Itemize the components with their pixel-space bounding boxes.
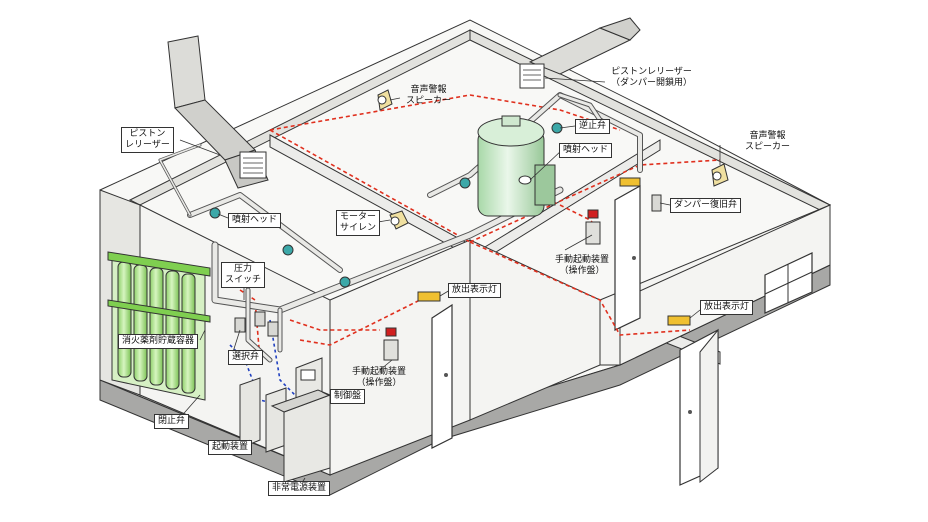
label-speaker-right: 音声警報 スピーカー — [742, 130, 793, 154]
motor-siren-icon — [389, 210, 409, 230]
label-piston-releaser: ピストン レリーザー — [121, 127, 174, 153]
label-motor-siren-line1: モーター — [340, 212, 377, 222]
speaker-icon — [377, 89, 393, 111]
label-motor-siren-line2: サイレン — [340, 223, 377, 233]
label-nozzle-right: 噴射ヘッド — [559, 143, 613, 158]
door-right[interactable] — [679, 328, 719, 486]
label-manual-starter-right-line1: 手動起動装置 — [555, 255, 610, 265]
label-discharge-lamp-right: 放出表示灯 — [700, 300, 754, 315]
label-motor-siren: モーター サイレン — [336, 210, 381, 236]
signal-lines — [239, 94, 721, 361]
label-stop-valve: 閉止弁 — [154, 414, 190, 429]
label-piston-releaser-line2: レリーザー — [125, 140, 170, 150]
label-manual-starter-right-line2: （操作盤） — [559, 266, 605, 276]
label-emergency-power: 非常電源装置 — [268, 481, 331, 496]
label-pressure-switch-line1: 圧力 — [234, 264, 253, 274]
label-discharge-lamp-center: 放出表示灯 — [448, 283, 502, 298]
door-inner[interactable] — [614, 184, 641, 331]
label-selector-valve: 選択弁 — [228, 350, 264, 365]
door-center[interactable] — [431, 303, 453, 449]
label-starter-device: 起動装置 — [208, 440, 253, 455]
emergency-power-icon — [270, 389, 332, 483]
label-manual-starter-left-line1: 手動起動装置 — [352, 367, 407, 377]
label-manual-starter-left-line2: （操作盤） — [356, 378, 402, 388]
label-agent-container: 消火薬剤貯蔵容器 — [118, 334, 199, 349]
duct-right — [519, 17, 641, 89]
duct-left — [167, 35, 269, 189]
label-pressure-switch-line2: スイッチ — [225, 275, 262, 285]
manual-starter-icon — [383, 209, 601, 361]
main-piping — [158, 92, 643, 363]
label-speaker-center: 音声警報 スピーカー — [403, 84, 454, 108]
label-damper-reset-valve: ダンパー復旧弁 — [670, 198, 742, 213]
speaker-right-icon — [711, 163, 729, 187]
window — [764, 252, 813, 314]
label-nozzle-left: 噴射ヘッド — [228, 213, 282, 228]
label-speaker-right-line2: スピーカー — [745, 142, 791, 152]
label-piston-releaser-damper-line1: ピストンレリーザー — [611, 67, 692, 77]
label-piston-releaser-damper-line2: （ダンパー開鎖用） — [611, 78, 693, 88]
label-piston-releaser-damper: ピストンレリーザー （ダンパー開鎖用） — [608, 66, 695, 90]
label-speaker-center-line1: 音声警報 — [410, 85, 447, 95]
discharge-lamp-icon — [417, 177, 691, 326]
label-manual-starter-right: 手動起動装置 （操作盤） — [552, 254, 612, 278]
damper-reset-valve-icon — [651, 194, 662, 212]
label-control-panel: 制御盤 — [330, 389, 366, 404]
agent-tank — [477, 115, 556, 217]
label-check-valve: 逆止弁 — [575, 119, 611, 134]
label-pressure-switch: 圧力 スイッチ — [221, 262, 266, 288]
selector-valve-icon — [234, 311, 279, 337]
label-speaker-center-line2: スピーカー — [406, 96, 452, 106]
label-piston-releaser-line1: ピストン — [129, 129, 166, 139]
label-manual-starter-left: 手動起動装置 （操作盤） — [349, 366, 409, 390]
label-speaker-right-line1: 音声警報 — [749, 131, 786, 141]
agent-container-rack — [107, 251, 211, 401]
